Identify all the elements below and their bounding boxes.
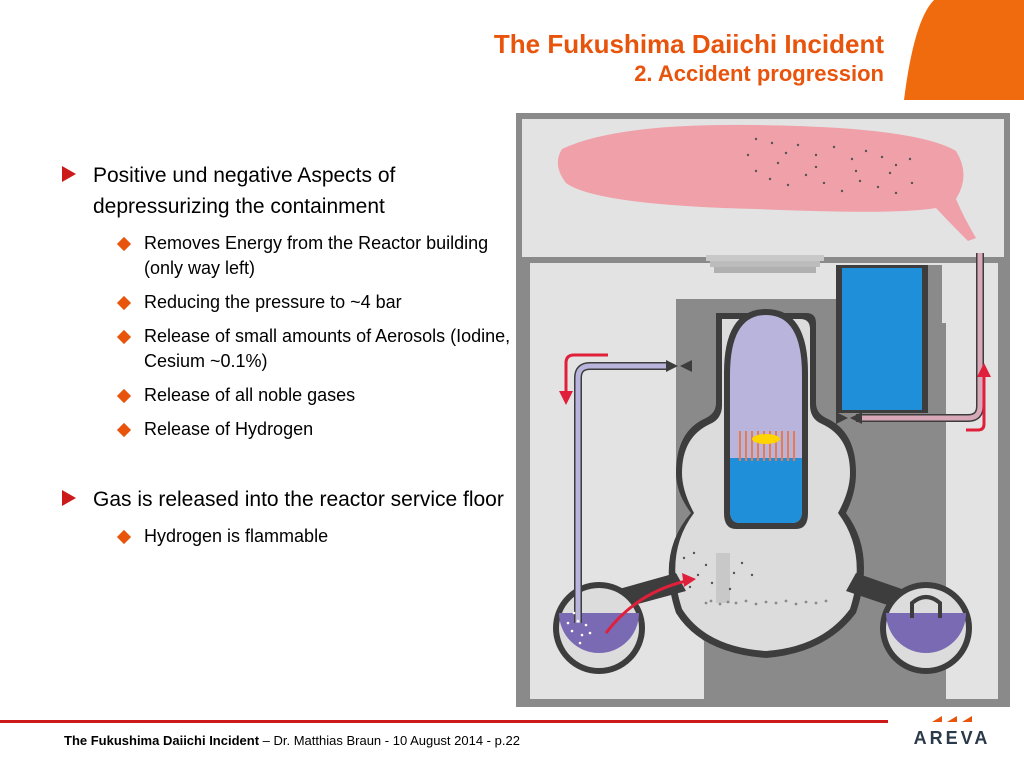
areva-logo: AREVA xyxy=(896,714,1008,754)
list-item: Reducing the pressure to ~4 bar xyxy=(62,290,512,315)
footer-rule xyxy=(0,720,888,723)
diamond-bullet-icon xyxy=(116,329,132,345)
list-item-text: Reducing the pressure to ~4 bar xyxy=(144,292,402,312)
bullet-content: Positive und negative Aspects of depress… xyxy=(62,160,512,558)
footer-title: The Fukushima Daiichi Incident xyxy=(64,733,260,748)
bullet-text: Positive und negative Aspects of depress… xyxy=(93,164,396,218)
list-item-text: Removes Energy from the Reactor building… xyxy=(144,233,489,278)
logo-mark-icon xyxy=(932,716,972,722)
list-item: Release of small amounts of Aerosols (Io… xyxy=(62,324,512,374)
page-subtitle: 2. Accident progression xyxy=(634,61,884,86)
footer-details: – Dr. Matthias Braun - 10 August 2014 - … xyxy=(259,733,520,748)
list-item-text: Release of Hydrogen xyxy=(144,419,314,439)
corner-orange-shape xyxy=(904,0,1024,100)
sub-bullet-list: Hydrogen is flammable xyxy=(62,524,512,549)
diamond-bullet-icon xyxy=(116,422,132,438)
list-item: Release of Hydrogen xyxy=(62,417,512,442)
flow-arrow-down xyxy=(564,353,608,395)
page-title: The Fukushima Daiichi Incident xyxy=(493,29,884,59)
bullet-triangle-icon xyxy=(62,166,76,182)
bullet-gas-release: Gas is released into the reactor service… xyxy=(62,484,512,515)
bullet-depressurizing: Positive und negative Aspects of depress… xyxy=(62,160,512,222)
suppression-chamber-left xyxy=(553,582,645,674)
diamond-bullet-icon xyxy=(116,388,132,404)
spent-fuel-pool xyxy=(842,268,922,410)
title-block: The Fukushima Daiichi Incident 2. Accide… xyxy=(494,28,884,88)
diamond-bullet-icon xyxy=(116,236,132,252)
list-item: Release of all noble gases xyxy=(62,383,512,408)
reactor-building-diagram xyxy=(516,113,1010,707)
sub-bullet-list: Removes Energy from the Reactor building… xyxy=(62,231,512,442)
list-item-text: Hydrogen is flammable xyxy=(144,526,329,546)
logo-text: AREVA xyxy=(913,728,991,748)
list-item: Hydrogen is flammable xyxy=(62,524,512,549)
flow-arrow-up xyxy=(966,375,986,432)
flow-arrow-torus xyxy=(604,579,687,634)
hydrogen-gas-cloud xyxy=(557,124,976,241)
diamond-bullet-icon xyxy=(116,295,132,311)
core-melt-glow xyxy=(752,434,780,444)
diamond-bullet-icon xyxy=(116,529,132,545)
bullet-text: Gas is released into the reactor service… xyxy=(93,488,504,511)
list-item: Removes Energy from the Reactor building… xyxy=(62,231,512,281)
list-item-text: Release of small amounts of Aerosols (Io… xyxy=(144,326,511,371)
suppression-chamber-right xyxy=(880,582,972,674)
footer: The Fukushima Daiichi Incident – Dr. Mat… xyxy=(64,733,520,748)
bullet-triangle-icon xyxy=(62,490,76,506)
list-item-text: Release of all noble gases xyxy=(144,385,356,405)
